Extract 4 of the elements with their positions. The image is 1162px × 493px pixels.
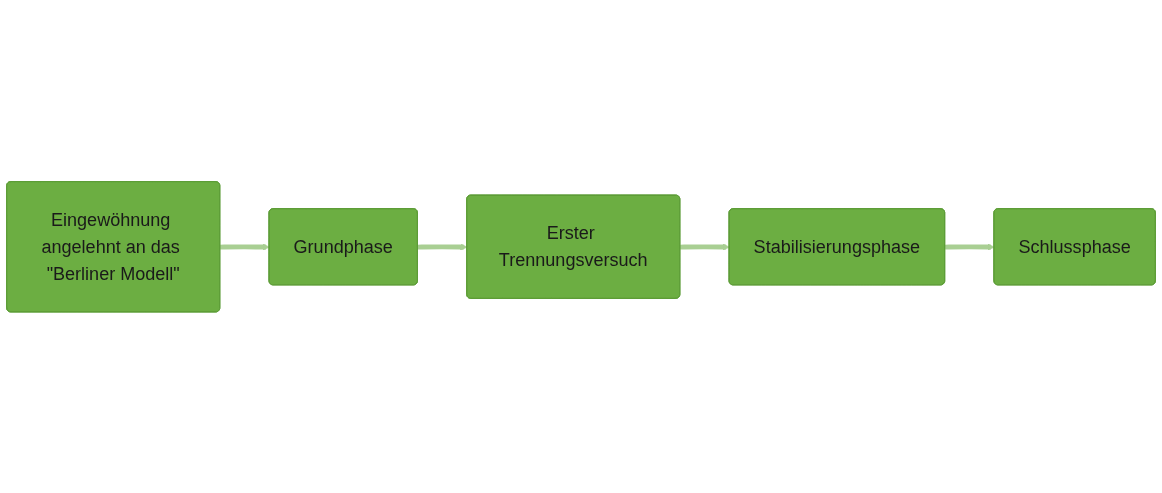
arrow [680, 243, 730, 251]
arrow [945, 243, 995, 251]
arrow [220, 243, 270, 251]
arrow [417, 243, 468, 251]
